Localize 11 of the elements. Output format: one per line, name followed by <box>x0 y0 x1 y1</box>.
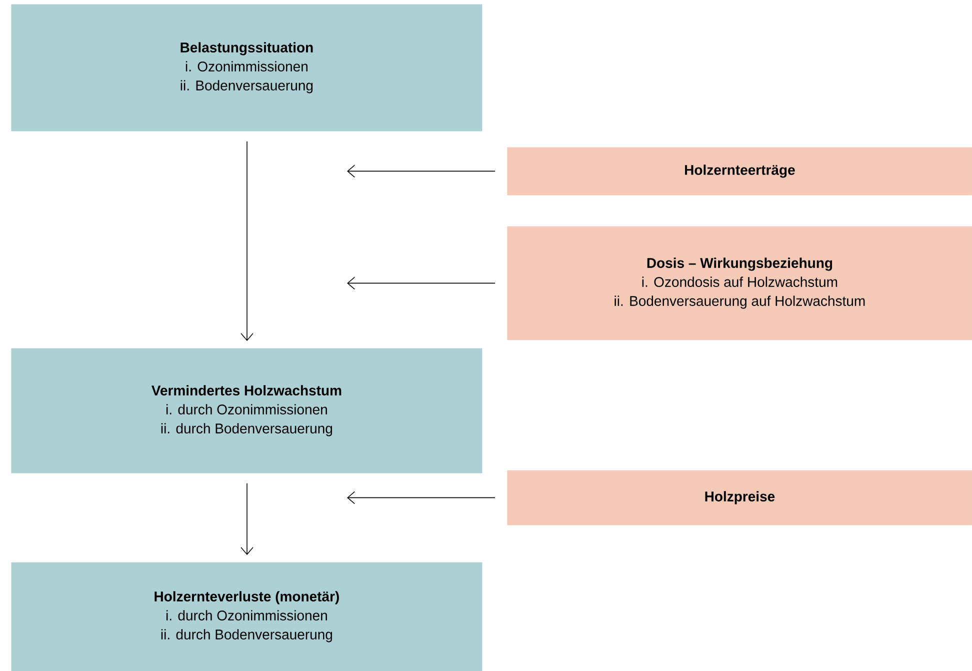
input-box: Dosis – Wirkungsbeziehung i. Ozondosis auf Holzwachstum ii. Bodenversauerung auf Holzwachstum <box>507 226 972 340</box>
process-box: Holzernteverluste (monetär) i. durch Ozonimmissionen ii. durch Bodenversauerung <box>11 562 482 671</box>
process-box: Vermindertes Holzwachstum i. durch Ozonimmissionen ii. durch Bodenversauerung <box>11 348 482 474</box>
input-box: Holzernteerträge <box>507 147 972 196</box>
arrow <box>347 164 496 178</box>
arrow <box>240 141 254 341</box>
process-box: Belastungssituation i. Ozonimmissionen ii. Bodenversauerung <box>11 4 482 132</box>
arrow <box>347 491 496 504</box>
input-box: Holzpreise <box>507 470 972 526</box>
arrow <box>347 276 496 290</box>
arrow <box>240 483 254 555</box>
